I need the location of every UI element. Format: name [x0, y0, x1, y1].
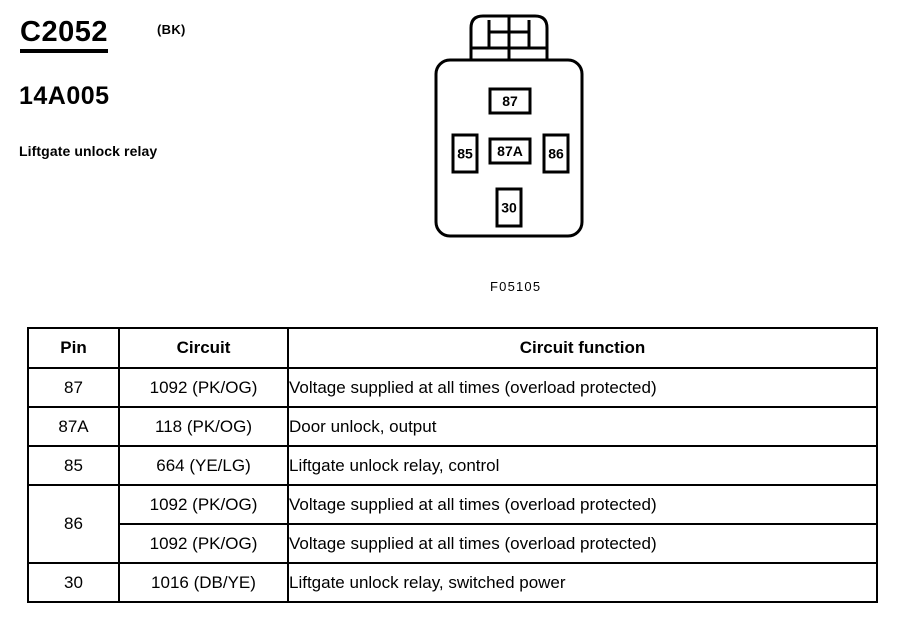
cell-pin: 85 [27, 445, 120, 486]
pin-86-label: 86 [548, 146, 564, 162]
cell-pin: 87A [27, 406, 120, 447]
cell-circuit-function: Voltage supplied at all times (overload … [287, 523, 878, 564]
connector-locking-tab [469, 14, 549, 62]
pin-86-cavity: 86 [542, 133, 570, 174]
pin-86-box [542, 133, 570, 174]
pin-85-box [451, 133, 479, 174]
figure-reference-code: F05105 [490, 279, 542, 294]
pin-87a-box [488, 137, 532, 165]
cell-circuit: 664 (YE/LG) [118, 445, 289, 486]
cell-circuit: 118 (PK/OG) [118, 406, 289, 447]
pin-87-box [488, 87, 532, 115]
pin-87a-cavity: 87A [488, 137, 532, 165]
part-number: 14A005 [19, 82, 110, 110]
column-header-circuit-function: Circuit function [287, 327, 878, 369]
pin-30-label: 30 [501, 200, 517, 216]
pin-cavity-group: 87 85 87A 86 30 [451, 87, 570, 228]
relay-connector-svg: 87 85 87A 86 30 [434, 14, 584, 238]
cell-circuit: 1092 (PK/OG) [118, 367, 289, 408]
pin-85-label: 85 [457, 146, 473, 162]
connector-color-code: (BK) [157, 22, 186, 37]
connector-id: C2052 [20, 18, 108, 53]
cell-pin: 30 [27, 562, 120, 603]
relay-connector-diagram: 87 85 87A 86 30 [424, 4, 594, 249]
table-row: 1092 (PK/OG)Voltage supplied at all time… [28, 523, 878, 564]
column-header-pin: Pin [27, 327, 120, 369]
cell-circuit-function: Voltage supplied at all times (overload … [287, 367, 878, 408]
table-header-row: Pin Circuit Circuit function [27, 327, 878, 369]
pin-30-cavity: 30 [495, 187, 523, 228]
cell-circuit-function: Voltage supplied at all times (overload … [287, 484, 878, 525]
cell-pin: 87 [27, 367, 120, 408]
cell-circuit: 1092 (PK/OG) [118, 523, 289, 564]
cell-pin: 86 [27, 484, 120, 564]
component-name: Liftgate unlock relay [19, 143, 158, 159]
pin-87a-label: 87A [497, 143, 523, 159]
table-header: Pin Circuit Circuit function [27, 327, 878, 369]
cell-circuit-function: Liftgate unlock relay, control [287, 445, 878, 486]
cell-circuit-function: Liftgate unlock relay, switched power [287, 562, 878, 603]
column-header-circuit: Circuit [118, 327, 289, 369]
cell-circuit: 1016 (DB/YE) [118, 562, 289, 603]
cell-circuit: 1092 (PK/OG) [118, 484, 289, 525]
pin-85-cavity: 85 [451, 133, 479, 174]
pin-87-label: 87 [502, 93, 518, 109]
pin-30-box [495, 187, 523, 228]
cell-circuit-function: Door unlock, output [287, 406, 878, 447]
pin-87-cavity: 87 [488, 87, 532, 115]
